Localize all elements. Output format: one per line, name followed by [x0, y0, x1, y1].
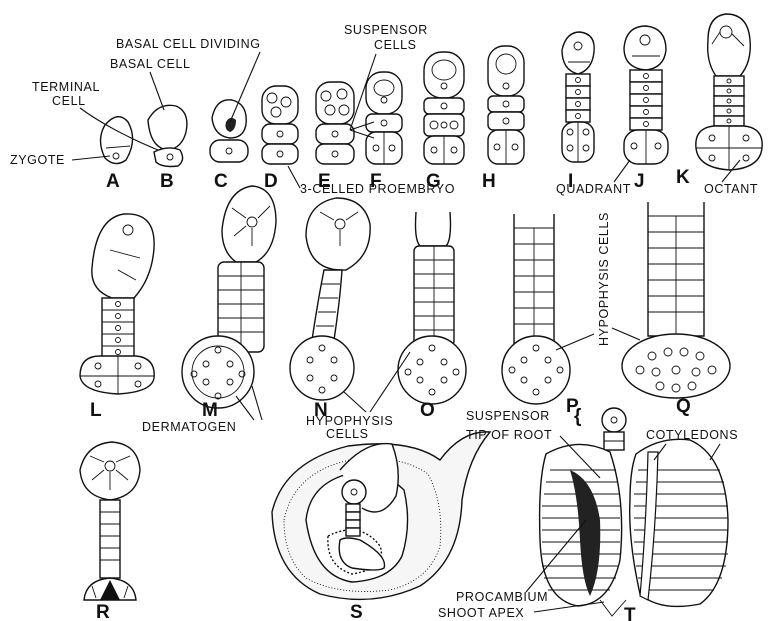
stage-j: [624, 26, 668, 164]
letter-c: C: [214, 171, 228, 192]
letter-s: S: [350, 602, 363, 621]
letter-b: B: [160, 171, 174, 192]
stage-l-suspensor: [102, 298, 134, 358]
label-dermatogen: DERMATOGEN: [142, 420, 236, 434]
stage-p: [502, 214, 570, 404]
label-hypophysis-cells-1: HYPOPHYSIS: [306, 414, 393, 428]
letter-k: K: [676, 167, 690, 188]
stage-n: [290, 198, 370, 400]
label-terminal-cell-1: TERMINAL: [32, 80, 100, 94]
label-suspensor-cells-1: SUSPENSOR: [344, 23, 428, 37]
stage-s-ovule: [272, 432, 490, 600]
stage-g: [424, 52, 464, 164]
label-procambium: PROCAMBIUM: [456, 590, 548, 604]
label-hypophysis-cells-vertical: HYPOPHYSIS CELLS: [597, 212, 611, 346]
stage-i: [562, 32, 594, 162]
label-zygote: ZYGOTE: [10, 153, 65, 167]
stage-f: [366, 72, 402, 164]
letter-o: O: [420, 400, 435, 421]
stage-q: [622, 202, 730, 398]
stage-o: [398, 212, 466, 404]
label-cotyledons: COTYLEDONS: [646, 428, 738, 442]
letter-h: H: [482, 171, 496, 192]
suspensor-bracket: {: [574, 406, 581, 427]
stage-e: [316, 82, 354, 164]
letter-m: M: [202, 400, 218, 421]
label-shoot-apex: SHOOT APEX: [438, 606, 524, 620]
stage-m: [182, 186, 276, 408]
cotyledon-left: [540, 444, 622, 606]
label-basal-cell-dividing: BASAL CELL DIVIDING: [116, 37, 261, 51]
label-suspensor-cells-2: CELLS: [374, 38, 417, 52]
stage-b-two-celled: [148, 105, 187, 166]
label-terminal-cell-2: CELL: [52, 94, 86, 108]
label-tip-of-root: TIP OF ROOT: [466, 428, 552, 442]
label-three-celled-proembryo: 3-CELLED PROEMBRYO: [300, 182, 455, 196]
stage-d: [262, 86, 298, 164]
letter-d: D: [264, 171, 278, 192]
letter-t: T: [624, 605, 636, 621]
label-basal-cell: BASAL CELL: [110, 57, 191, 71]
label-suspensor: SUSPENSOR: [466, 409, 550, 423]
letter-l: L: [90, 400, 102, 421]
letter-j: J: [634, 171, 645, 192]
stage-c-basal-dividing: [210, 100, 248, 162]
stage-h: [488, 46, 524, 164]
label-octant: OCTANT: [704, 182, 758, 196]
cotyledon-right: [630, 439, 728, 606]
label-hypophysis-cells-2: CELLS: [326, 427, 369, 441]
stage-k: [696, 14, 762, 170]
letter-a: A: [106, 171, 120, 192]
letter-q: Q: [676, 396, 691, 417]
letter-r: R: [96, 602, 110, 621]
label-quadrant: QUADRANT: [556, 182, 631, 196]
stage-r: [80, 442, 140, 600]
stage-l: [80, 214, 154, 394]
